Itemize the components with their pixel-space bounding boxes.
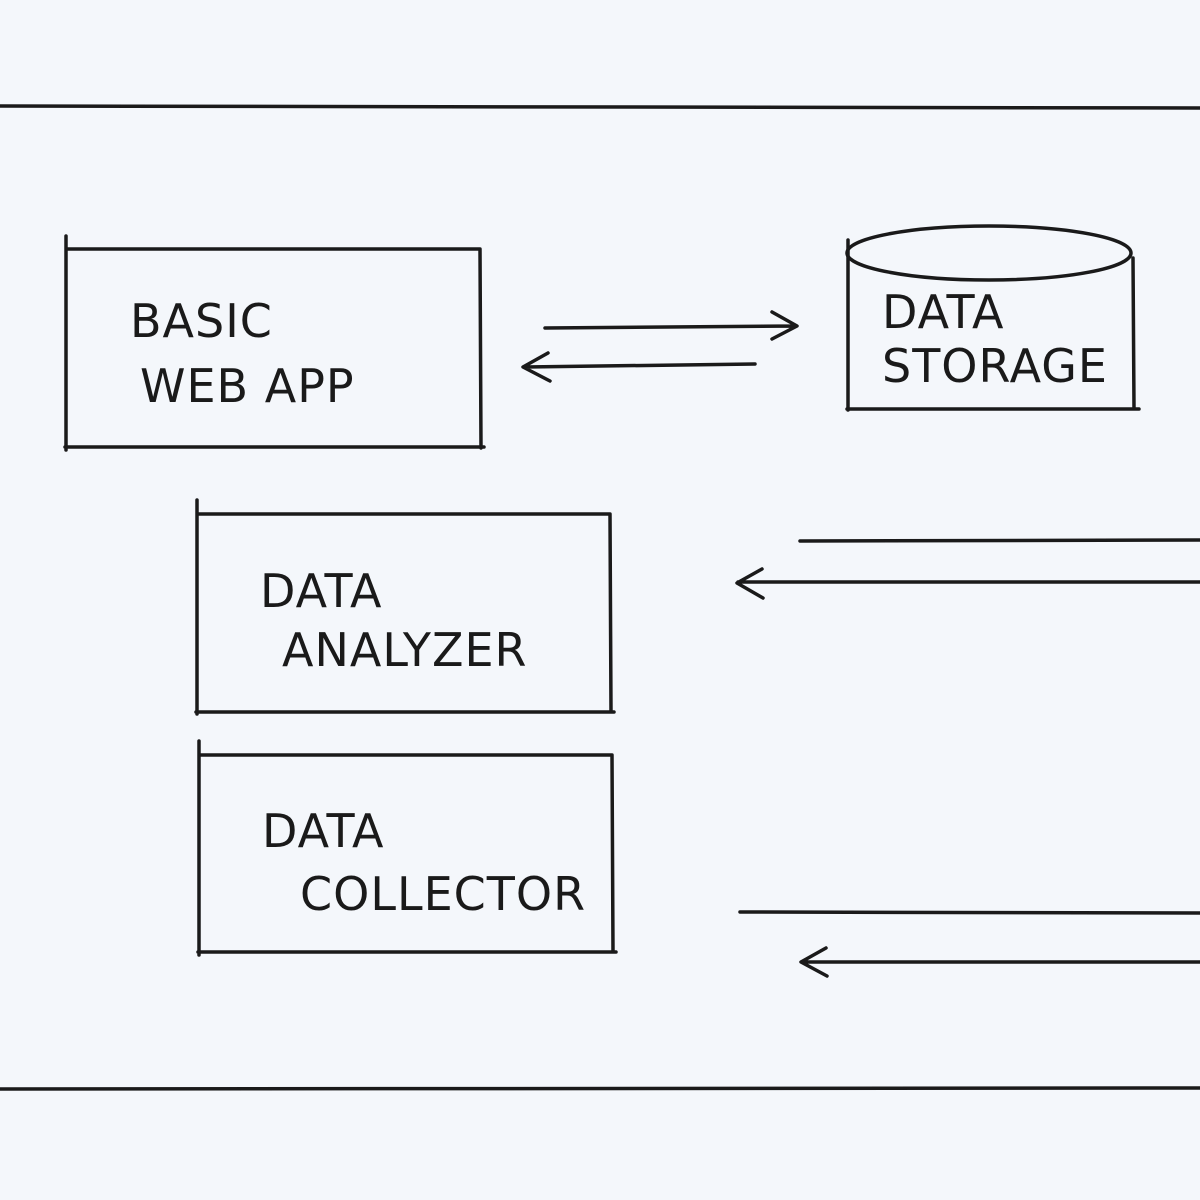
data-collector-label-line-1: DATA [262, 804, 385, 858]
arrow-right [543, 310, 799, 341]
node-data-collector: DATA COLLECTOR [196, 739, 618, 957]
basic-web-app-label-line-1: BASIC [130, 294, 273, 348]
edge-offscreen-to-collector [738, 910, 1200, 978]
data-analyzer-box [194, 498, 616, 716]
incoming-line [738, 910, 1200, 915]
bottom-divider-line [0, 1086, 1200, 1091]
top-divider-line [0, 104, 1200, 110]
data-storage-label-line-2: STORAGE [882, 339, 1108, 393]
incoming-line [798, 538, 1200, 543]
arrow-left [799, 946, 1200, 978]
data-analyzer-label-line-1: DATA [260, 564, 383, 618]
node-data-analyzer: DATA ANALYZER [194, 498, 616, 716]
data-storage-label-line-1: DATA [882, 285, 1005, 339]
basic-web-app-label-line-2: WEB APP [140, 359, 355, 413]
edge-web-app-to-storage [543, 310, 799, 341]
node-data-storage: DATA STORAGE [845, 224, 1141, 412]
basic-web-app-box [63, 234, 486, 452]
data-collector-label-line-2: COLLECTOR [300, 867, 586, 921]
data-analyzer-label-line-2: ANALYZER [282, 623, 528, 677]
arrow-left [735, 567, 1200, 600]
data-collector-box [196, 739, 618, 957]
data-storage-cylinder-top [845, 224, 1133, 282]
arrow-left [521, 351, 757, 383]
edge-storage-to-web-app [521, 351, 757, 383]
data-storage-cylinder-body [845, 238, 1141, 412]
node-basic-web-app: BASIC WEB APP [63, 234, 486, 452]
edge-offscreen-to-analyzer [735, 538, 1200, 600]
